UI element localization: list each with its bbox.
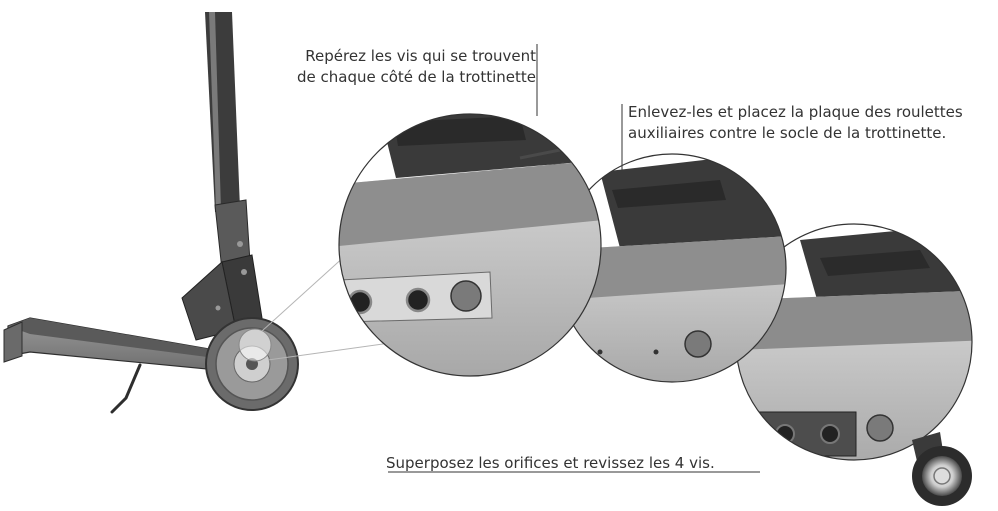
magnified-deck-screws <box>338 113 602 377</box>
zoom-connector-bottom <box>267 342 391 361</box>
bolt-2 <box>241 269 247 275</box>
scooter-stem-highlight <box>209 12 221 210</box>
magnifier-1-ring <box>338 113 602 377</box>
kickstand <box>110 363 142 414</box>
step-2-caption-line-2: auxiliaires contre le socle de la trotti… <box>628 124 947 142</box>
step-1-caption: Repérez les vis qui se trouvent de chaqu… <box>297 46 536 88</box>
deck-cap <box>450 280 482 312</box>
scooter-rear-end <box>3 321 23 363</box>
step-2-caption: Enlevez-les et placez la plaque des roul… <box>628 102 963 144</box>
bolt-3 <box>215 305 221 311</box>
deck-screw-2 <box>405 287 431 313</box>
step-2-caption-line-1: Enlevez-les et placez la plaque des roul… <box>628 103 963 121</box>
scooter-illustration <box>3 12 299 414</box>
scooter-deck-top <box>8 318 238 358</box>
bolt-1 <box>237 241 243 247</box>
step-1-caption-line-2: de chaque côté de la trottinette <box>297 68 536 86</box>
step-1-caption-line-1: Repérez les vis qui se trouvent <box>305 47 536 65</box>
auxiliary-plate <box>759 411 857 457</box>
step-3-caption: Superposez les orifices et revissez les … <box>386 454 715 472</box>
aux-wheel-hub <box>933 467 951 485</box>
zoom-focus-circle <box>238 328 272 362</box>
